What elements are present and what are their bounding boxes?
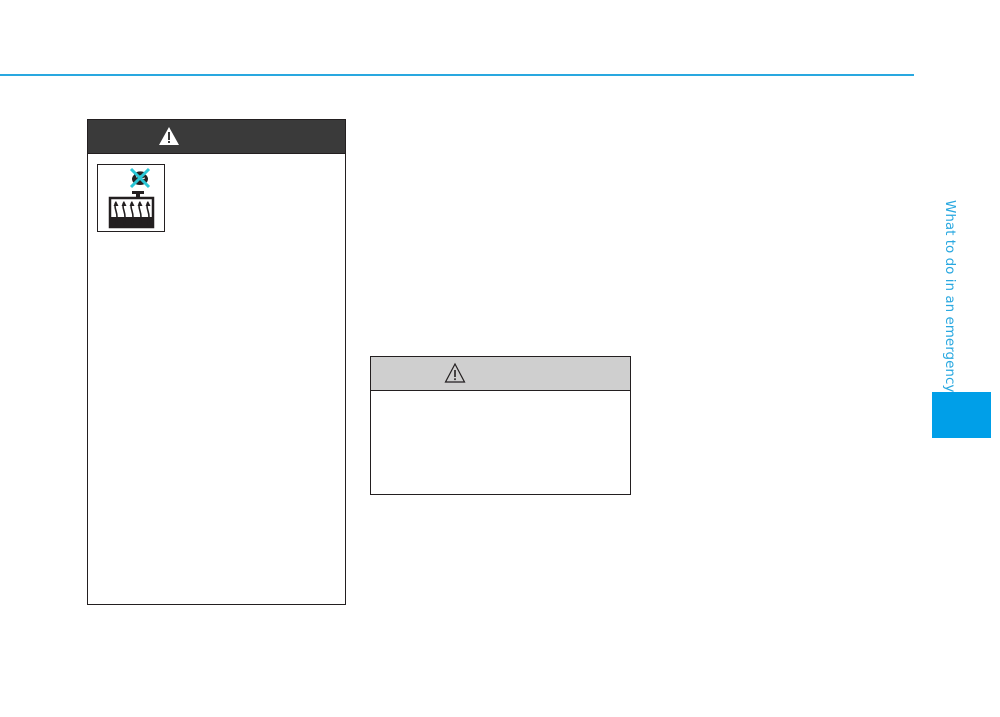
caution-triangle-icon — [444, 362, 466, 383]
header-rule — [0, 74, 914, 76]
warning-box — [87, 119, 346, 605]
warning-triangle-icon — [159, 127, 179, 145]
radiator-cap-icon — [97, 164, 165, 232]
hot-radiator-cap-do-not-open-icon — [108, 167, 155, 229]
section-label: What to do in an emergency — [942, 200, 958, 393]
caution-box — [370, 356, 631, 495]
warning-header — [88, 120, 345, 154]
section-tab — [932, 392, 991, 438]
caution-header — [371, 357, 630, 391]
